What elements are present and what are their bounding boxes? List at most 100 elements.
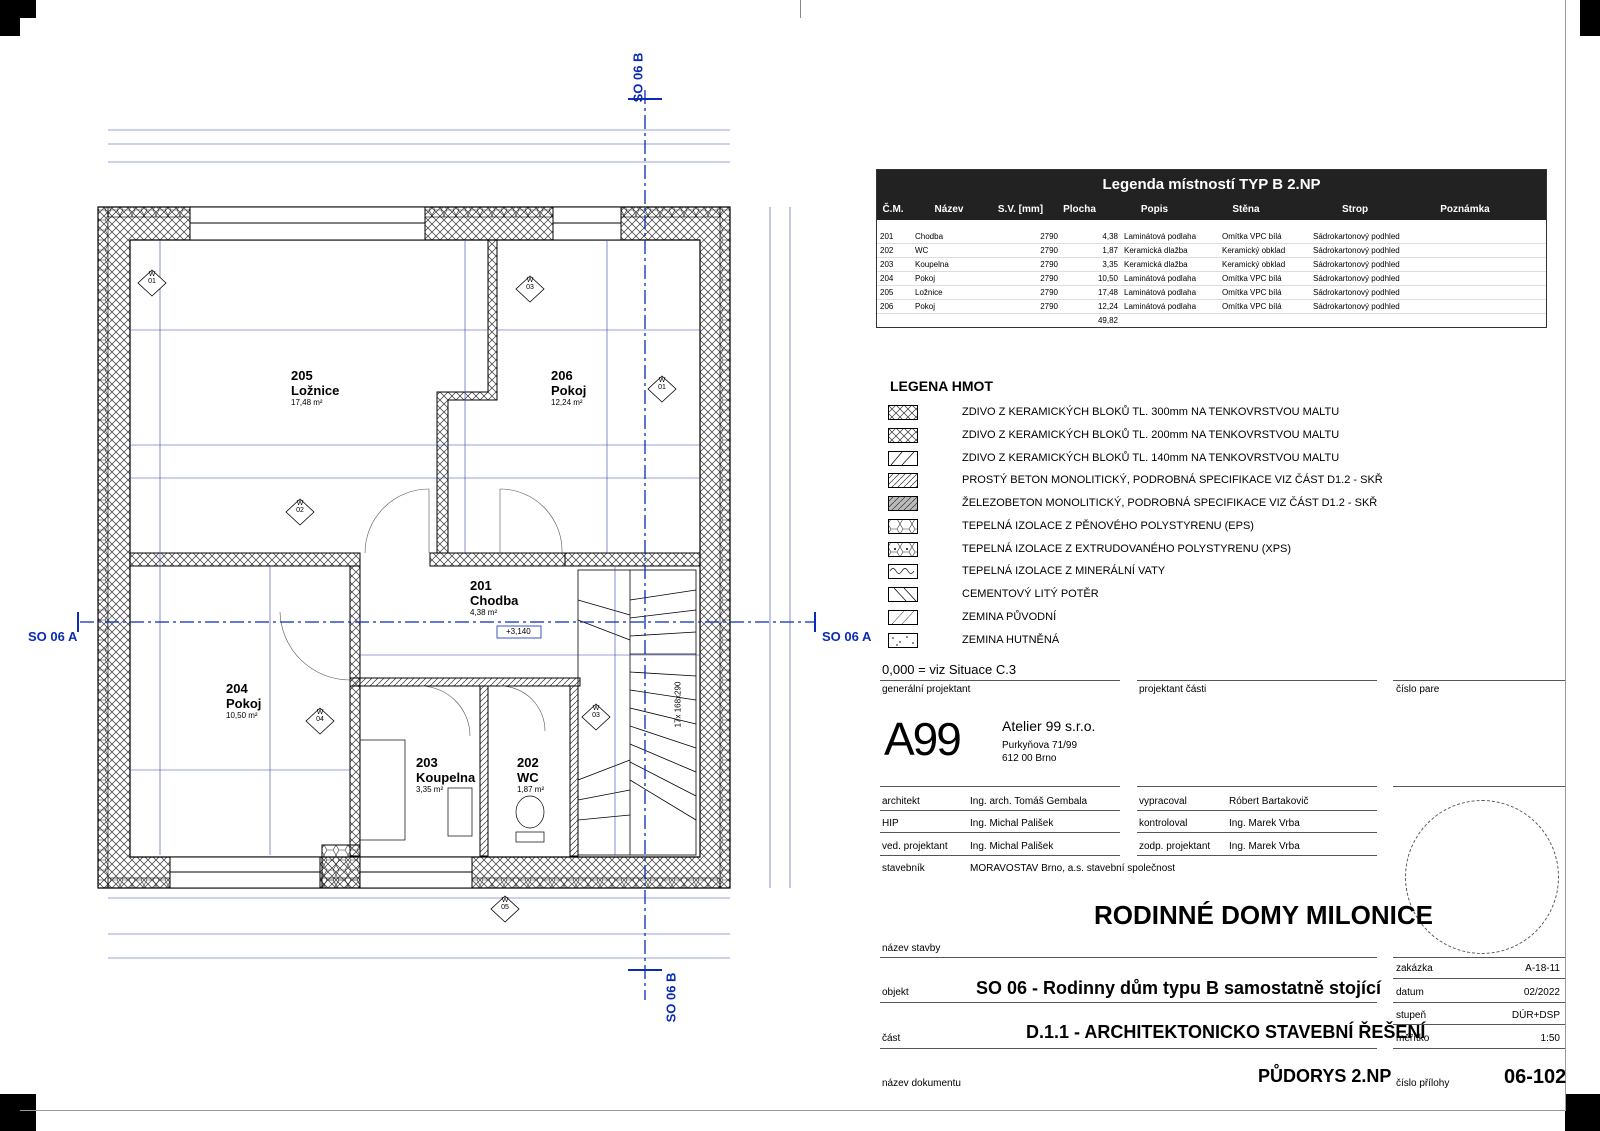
room-area: 4,38 m²: [470, 608, 498, 617]
company-address-1: Purkyňova 71/99: [1002, 740, 1078, 751]
divider: [1393, 680, 1565, 681]
room-legend-table: Legenda místností TYP B 2.NP Č.M. Název …: [876, 169, 1547, 328]
hex-swatch: [888, 518, 918, 534]
room-204-label: 204 Pokoj 10,50 m²: [226, 681, 261, 720]
col-header: Popis: [1140, 204, 1169, 215]
room-number: 206: [551, 368, 573, 383]
material-item: ZDIVO Z KERAMICKÝCH BLOKŮ TL. 200mm NA T…: [888, 426, 1339, 444]
room-number: 204: [226, 681, 248, 696]
section-label-a-left: SO 06 A: [28, 629, 78, 644]
attachment-label: číslo přílohy: [1396, 1078, 1450, 1089]
material-item: TEPELNÁ IZOLACE Z PĚNOVÉHO POLYSTYRENU (…: [888, 517, 1254, 535]
object-value: SO 06 - Rodinny dům typu B samostatně st…: [976, 978, 1382, 998]
material-item: PROSTÝ BETON MONOLITICKÝ, PODROBNÁ SPECI…: [888, 471, 1383, 489]
material-item: ZEMINA PŮVODNÍ: [888, 608, 1056, 626]
divider: [880, 810, 1120, 811]
role-label: vypracoval: [1139, 796, 1187, 807]
diagonal-swatch: [888, 450, 918, 466]
level-mark: +3,140: [506, 627, 531, 636]
role-value: Róbert Bartakovič: [1229, 796, 1309, 807]
meta-label: měřítko: [1396, 1033, 1430, 1044]
room-number: 201: [470, 578, 492, 593]
col-header: Stěna: [1232, 204, 1260, 215]
room-205-label: 205 Ložnice 17,48 m²: [291, 368, 339, 407]
room-206-label: 206 Pokoj 12,24 m²: [551, 368, 586, 407]
document-value: PŮDORYS 2.NP: [1258, 1066, 1392, 1086]
document-label: název dokumentu: [882, 1078, 961, 1089]
section-label-a-right: SO 06 A: [822, 629, 872, 644]
divider: [880, 832, 1120, 833]
room-legend-header: Č.M. Název S.V. [mm] Plocha [m2] Popis S…: [877, 200, 1546, 235]
role-value: Ing. Michal Pališek: [970, 818, 1054, 829]
section-label-b-top: SO 06 B: [630, 52, 646, 103]
role-label: kontroloval: [1139, 818, 1188, 829]
col-header: Strop: [1341, 204, 1369, 215]
back-diagonal-swatch: [888, 586, 918, 602]
company-address-2: 612 00 Brno: [1002, 753, 1057, 764]
dense-diagonal-dark-swatch: [888, 495, 918, 511]
room-name: Ložnice: [291, 383, 340, 398]
material-item: ŽELEZOBETON MONOLITICKÝ, PODROBNÁ SPECIF…: [888, 494, 1377, 512]
part-value: D.1.1 - ARCHITEKTONICKO STAVEBNÍ ŘEŠENÍ: [1026, 1022, 1426, 1042]
divider: [1393, 786, 1565, 787]
room-legend-title: Legenda místností TYP B 2.NP: [877, 170, 1546, 200]
meta-label: datum: [1396, 987, 1424, 998]
material-item: TEPELNÁ IZOLACE Z EXTRUDOVANÉHO POLYSTYR…: [888, 540, 1291, 558]
sheet-frame: [20, 0, 1566, 1111]
cross-hatch-swatch: [888, 427, 918, 443]
material-legend-title: LEGENA HMOT: [890, 378, 993, 394]
divider: [1393, 1048, 1565, 1049]
room-area: 3,35 m²: [416, 785, 444, 794]
company-name: Atelier 99 s.r.o.: [1002, 718, 1096, 734]
object-label: objekt: [882, 987, 909, 998]
divider: [880, 1002, 1377, 1003]
meta-label: zakázka: [1396, 963, 1433, 974]
col-header: S.V. [mm]: [997, 204, 1044, 215]
meta-value: 1:50: [1540, 1033, 1560, 1044]
room-area: 17,48 m²: [291, 398, 323, 407]
cross-hatch-swatch: [888, 404, 918, 420]
col-header: Plocha [m2]: [1063, 204, 1096, 235]
divider: [1137, 680, 1377, 681]
stair-note: 17x 168x290: [673, 681, 683, 728]
room-area: 12,24 m²: [551, 398, 583, 407]
room-number: 202: [517, 755, 539, 770]
role-label: HIP: [882, 818, 899, 829]
role-label: ved. projektant: [882, 841, 948, 852]
divider: [1137, 810, 1377, 811]
hex-dots-swatch: [888, 541, 918, 557]
room-area: 1,87 m²: [517, 785, 545, 794]
divider: [880, 786, 1120, 787]
dots-swatch: [888, 632, 918, 648]
corner-mark-tl-h: [0, 0, 36, 18]
general-designer-label: generální projektant: [882, 684, 971, 695]
role-value: MORAVOSTAV Brno, a.s. stavební společnos…: [970, 863, 1176, 874]
fold-mark-top: [800, 0, 801, 18]
room-name: Chodba: [470, 593, 519, 608]
col-header: Poznámka: [1440, 204, 1490, 215]
project-name-label: název stavby: [882, 943, 941, 954]
room-name: Pokoj: [551, 383, 587, 398]
table-total-row: 49,82: [877, 314, 1546, 327]
project-name: RODINNÉ DOMY MILONICE: [1094, 900, 1433, 930]
copy-number-label: číslo pare: [1396, 684, 1440, 695]
role-value: Ing. Michal Pališek: [970, 841, 1054, 852]
role-value: Ing. Marek Vrba: [1229, 818, 1300, 829]
divider: [1393, 978, 1565, 979]
corner-mark-tr: [1580, 0, 1600, 36]
corner-mark-bl: [0, 1094, 36, 1131]
role-label: zodp. projektant: [1139, 841, 1211, 852]
room-number: 205: [291, 368, 313, 383]
attachment-value: 06-102: [1504, 1066, 1567, 1088]
room-202-label: 202 WC 1,87 m²: [517, 755, 544, 794]
